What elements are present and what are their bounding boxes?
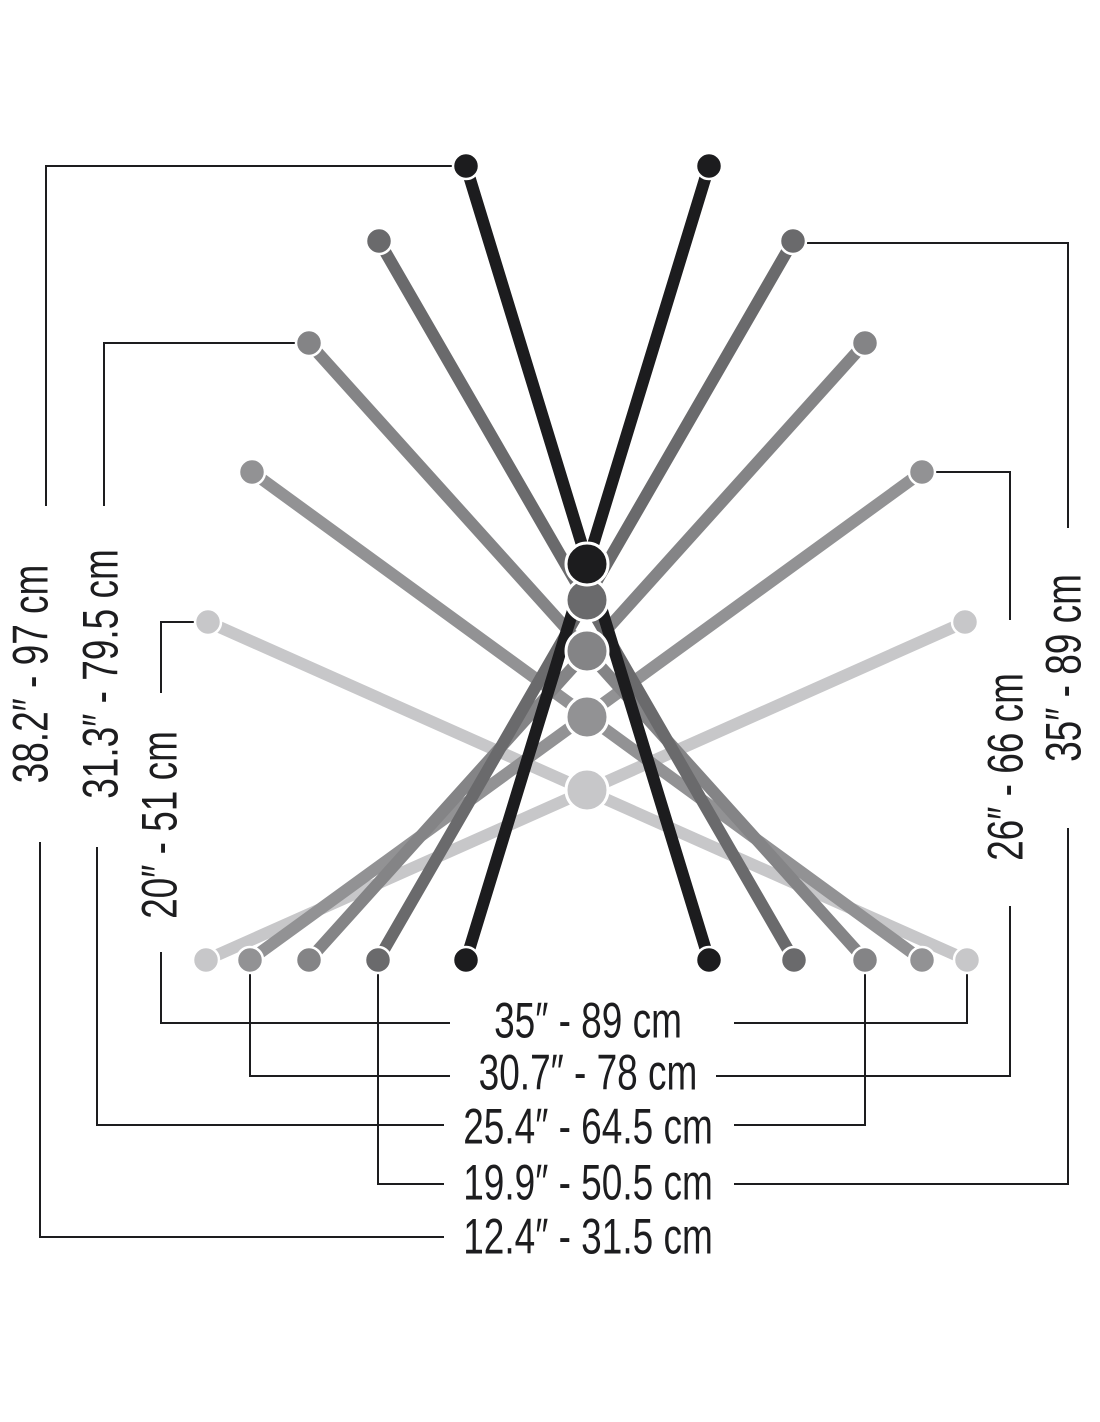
end-cap-p4-bottom-left — [235, 945, 265, 975]
height-labels-right: 35″ - 89 cm 26″ - 66 cm — [978, 574, 1092, 861]
end-cap-p3-bottom-left — [294, 945, 324, 975]
height-labels-left: 38.2″ - 97 cm 31.3″ - 79.5 cm 20″ - 51 c… — [3, 549, 188, 919]
hinge-p3 — [564, 628, 610, 674]
end-cap-p2-bottom-right — [779, 945, 809, 975]
width-label-50-5cm: 19.9″ - 50.5 cm — [463, 1155, 713, 1211]
end-caps — [191, 151, 982, 975]
end-cap-p1-bottom-right — [694, 945, 724, 975]
leader-height-79-5cm-bottom — [96, 847, 444, 1126]
end-cap-p4-top-right — [907, 457, 937, 487]
hinge-p5 — [564, 767, 610, 813]
leader-width-64-5cm-right — [734, 960, 866, 1126]
width-label-31-5cm: 12.4″ - 31.5 cm — [463, 1209, 713, 1265]
leader-width-78cm-left — [249, 960, 450, 1077]
dimension-leaders — [39, 165, 1069, 1238]
height-label-97cm: 38.2″ - 97 cm — [3, 565, 59, 784]
leader-height-89cm — [793, 242, 1069, 528]
end-cap-p3-bottom-right — [850, 945, 880, 975]
end-cap-p4-bottom-right — [907, 945, 937, 975]
end-cap-p2-bottom-left — [363, 945, 393, 975]
leader-height-51cm — [160, 621, 208, 693]
leader-height-66cm — [922, 471, 1011, 620]
hinge-p4 — [564, 694, 610, 740]
height-label-66cm: 26″ - 66 cm — [978, 673, 1034, 861]
leader-width-50-5cm-left — [377, 960, 444, 1185]
height-label-79-5cm: 31.3″ - 79.5 cm — [73, 549, 129, 799]
end-cap-p5-bottom-left — [191, 945, 221, 975]
width-label-64-5cm: 25.4″ - 64.5 cm — [463, 1099, 713, 1155]
height-label-51cm: 20″ - 51 cm — [132, 731, 188, 919]
width-label-89cm: 35″ - 89 cm — [494, 993, 682, 1049]
end-cap-p5-bottom-right — [952, 945, 982, 975]
width-labels: 35″ - 89 cm 30.7″ - 78 cm 25.4″ - 64.5 c… — [463, 993, 713, 1265]
end-cap-p1-bottom-left — [451, 945, 481, 975]
leader-height-51cm-bottom — [160, 952, 450, 1024]
end-cap-p1-top-right — [694, 151, 724, 181]
end-cap-p2-top-left — [364, 226, 394, 256]
leader-height-89cm-bottom — [734, 828, 1069, 1185]
width-label-78cm: 30.7″ - 78 cm — [479, 1045, 698, 1101]
hinge-p1 — [564, 541, 610, 587]
hinges — [564, 541, 610, 813]
leader-height-97cm — [45, 165, 466, 506]
end-cap-p4-top-left — [237, 457, 267, 487]
end-cap-p3-top-right — [850, 328, 880, 358]
end-cap-p2-top-right — [778, 226, 808, 256]
end-cap-p3-top-left — [294, 328, 324, 358]
height-label-89cm: 35″ - 89 cm — [1036, 574, 1092, 762]
leader-height-66cm-bottom — [716, 906, 1011, 1077]
leader-height-79-5cm — [103, 342, 309, 506]
end-cap-p5-top-right — [950, 607, 980, 637]
end-cap-p1-top-left — [451, 151, 481, 181]
end-cap-p5-top-left — [193, 607, 223, 637]
leader-height-97cm-bottom — [39, 842, 444, 1238]
leader-width-89cm-right — [734, 960, 968, 1024]
